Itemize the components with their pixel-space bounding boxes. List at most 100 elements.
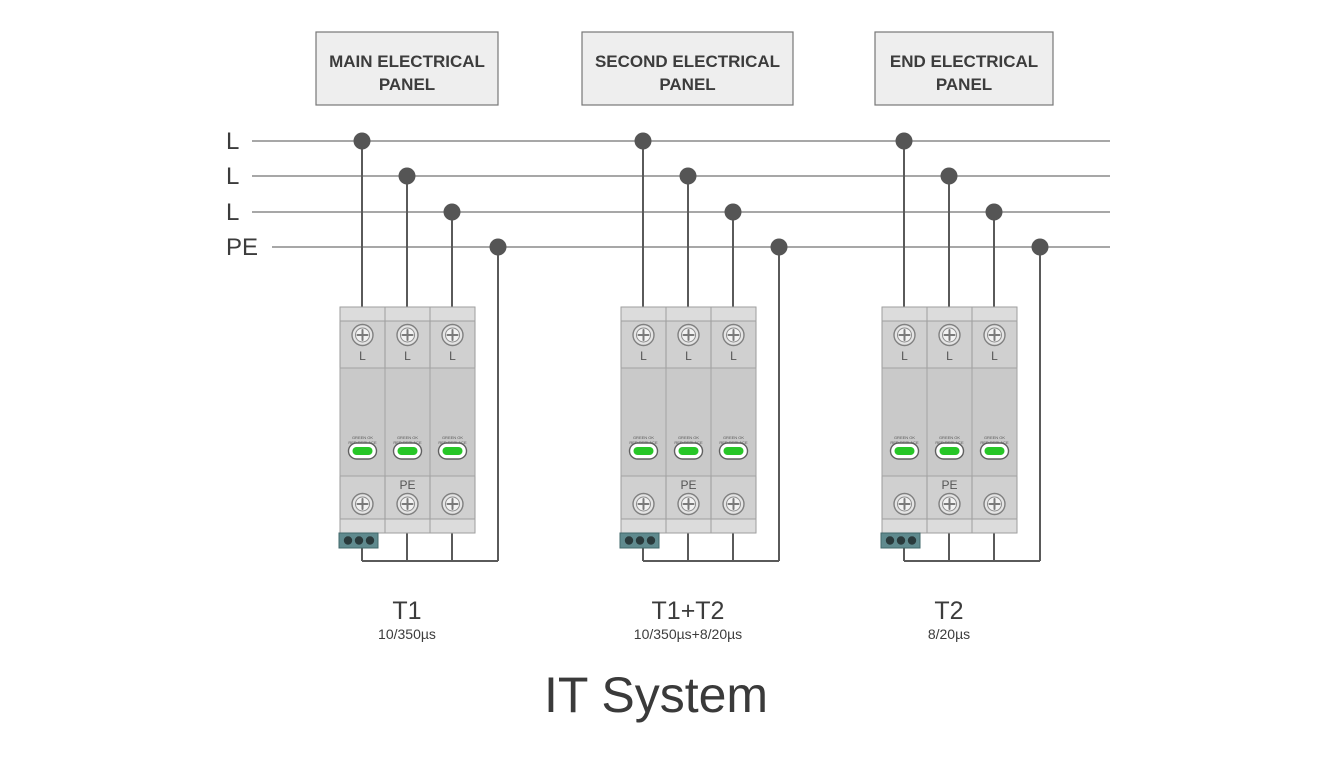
- tap-node-0-0: [353, 132, 371, 150]
- screw-bottom-icon: [722, 492, 745, 516]
- indicator-text-ok: GREEN OK: [397, 435, 418, 440]
- top-cap: [665, 306, 712, 322]
- pole-label: L: [640, 349, 647, 363]
- middle-cartridge: [710, 367, 757, 477]
- screw-bottom-icon: [351, 492, 374, 516]
- tap-node-2-1: [940, 167, 958, 185]
- status-led-icon: [939, 447, 960, 455]
- bus-label-3: PE: [226, 234, 258, 261]
- status-led-icon: [984, 447, 1005, 455]
- pole-label: L: [449, 349, 456, 363]
- top-cap: [620, 306, 667, 322]
- bottom-cap: [881, 518, 928, 534]
- panel-header-box-2: [874, 31, 1054, 106]
- indicator-text-ok: GREEN OK: [352, 435, 373, 440]
- panel-header-text-0-1: PANEL: [379, 75, 435, 94]
- middle-cartridge: [971, 367, 1018, 477]
- remote-pin-icon: [635, 536, 645, 545]
- pole-label: L: [404, 349, 411, 363]
- tap-node-1-3: [770, 238, 788, 256]
- indicator-text-ok: GREEN OK: [939, 435, 960, 440]
- bottom-cap: [384, 518, 431, 534]
- connection-wires: [353, 132, 1049, 562]
- screw-top-icon: [893, 323, 916, 347]
- panel-header-text-2-0: END ELECTRICAL: [890, 52, 1038, 71]
- status-led-icon: [678, 447, 699, 455]
- indicator-text-ok: GREEN OK: [633, 435, 654, 440]
- middle-cartridge: [384, 367, 431, 477]
- tap-node-0-3: [489, 238, 507, 256]
- panel-wires-1: [634, 132, 788, 562]
- panel-header-text-1-1: PANEL: [659, 75, 715, 94]
- screw-top-icon: [938, 323, 961, 347]
- bus-label-2: L: [226, 199, 239, 226]
- remote-contact-0: [338, 532, 379, 549]
- panel-header-text-1-0: SECOND ELECTRICAL: [595, 52, 780, 71]
- remote-pin-icon: [896, 536, 906, 545]
- remote-pin-icon: [885, 536, 895, 545]
- middle-cartridge: [665, 367, 712, 477]
- tap-node-1-0: [634, 132, 652, 150]
- status-led-icon: [352, 447, 373, 455]
- indicator-text-ok: GREEN OK: [723, 435, 744, 440]
- status-led-icon: [442, 447, 463, 455]
- tap-node-2-3: [1031, 238, 1049, 256]
- panel-header-text-0-0: MAIN ELECTRICAL: [329, 52, 485, 71]
- pe-label: PE: [941, 478, 957, 492]
- tap-node-0-2: [443, 203, 461, 221]
- panel-header-box-1: [581, 31, 794, 106]
- middle-cartridge: [881, 367, 928, 477]
- indicator-text-ok: GREEN OK: [984, 435, 1005, 440]
- screw-top-icon: [722, 323, 745, 347]
- remote-contact-2: [880, 532, 921, 549]
- screw-top-icon: [351, 323, 374, 347]
- middle-cartridge: [339, 367, 386, 477]
- remote-pin-icon: [354, 536, 364, 545]
- screw-bottom-icon: [983, 492, 1006, 516]
- bus-label-1: L: [226, 163, 239, 190]
- screw-bottom-icon: [396, 492, 419, 516]
- bottom-cap: [429, 518, 476, 534]
- screw-bottom-icon: [893, 492, 916, 516]
- pole-label: L: [991, 349, 998, 363]
- spd-waveform-label-1: 10/350µs+8/20µs: [634, 626, 742, 642]
- tap-node-1-1: [679, 167, 697, 185]
- bottom-cap: [926, 518, 973, 534]
- tap-node-2-0: [895, 132, 913, 150]
- panel-header-text-2-1: PANEL: [936, 75, 992, 94]
- screw-bottom-icon: [938, 492, 961, 516]
- middle-cartridge: [926, 367, 973, 477]
- top-cap: [926, 306, 973, 322]
- bottom-cap: [710, 518, 757, 534]
- status-led-icon: [397, 447, 418, 455]
- screw-top-icon: [396, 323, 419, 347]
- pole-label: L: [946, 349, 953, 363]
- spd-type-label-2: T2: [934, 597, 963, 625]
- screw-bottom-icon: [677, 492, 700, 516]
- bus-label-0: L: [226, 128, 239, 155]
- tap-node-0-1: [398, 167, 416, 185]
- bottom-cap: [971, 518, 1018, 534]
- spd-type-label-1: T1+T2: [652, 597, 725, 625]
- tap-node-1-2: [724, 203, 742, 221]
- middle-cartridge: [620, 367, 667, 477]
- pe-label: PE: [680, 478, 696, 492]
- top-cap: [971, 306, 1018, 322]
- status-led-icon: [723, 447, 744, 455]
- top-cap: [384, 306, 431, 322]
- bottom-cap: [620, 518, 667, 534]
- panel-wires-2: [895, 132, 1049, 562]
